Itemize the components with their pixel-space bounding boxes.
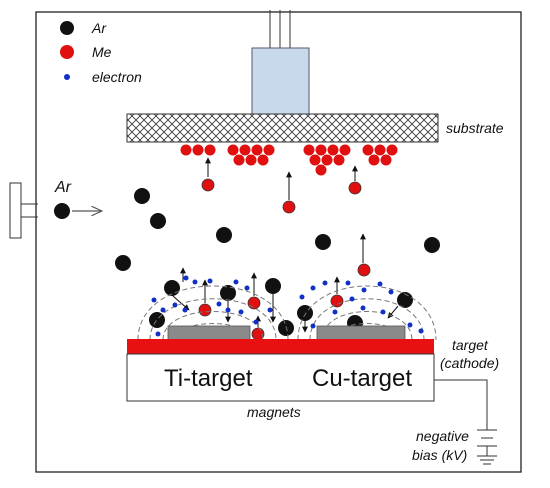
legend-label-ar: Ar xyxy=(91,20,107,36)
ion-trajectories xyxy=(172,267,399,333)
electrons xyxy=(151,275,424,337)
target-cathode-plate xyxy=(127,339,434,354)
cu-target-block xyxy=(316,325,406,341)
argon-atom-icon xyxy=(60,21,74,35)
electron-icon xyxy=(64,74,70,80)
bias-label-line2: bias (kV) xyxy=(412,447,467,463)
cathode-label: (cathode) xyxy=(440,355,499,371)
deposited-metal-film xyxy=(180,144,398,176)
gas-inlet xyxy=(9,182,102,239)
vacuum-chamber xyxy=(35,11,522,473)
legend-label-me: Me xyxy=(92,44,112,60)
substrate-holder xyxy=(251,10,310,115)
bias-circuit xyxy=(434,379,497,465)
cu-target-label: Cu-target xyxy=(312,365,412,392)
bias-label-line1: negative xyxy=(416,428,469,444)
ti-target-label: Ti-target xyxy=(164,365,253,392)
metal-atom-icon xyxy=(60,45,74,59)
target-label: target xyxy=(452,337,489,353)
gas-inlet-label: Ar xyxy=(54,179,72,196)
sputtered-metal-atoms xyxy=(198,157,371,341)
legend-label-electron: electron xyxy=(92,69,142,85)
legend: Ar Me electron xyxy=(60,20,142,85)
magnets-label: magnets xyxy=(247,404,301,420)
magnets-block xyxy=(126,353,435,402)
substrate-label: substrate xyxy=(446,120,504,136)
ti-target-block xyxy=(167,325,251,341)
substrate xyxy=(126,113,439,143)
